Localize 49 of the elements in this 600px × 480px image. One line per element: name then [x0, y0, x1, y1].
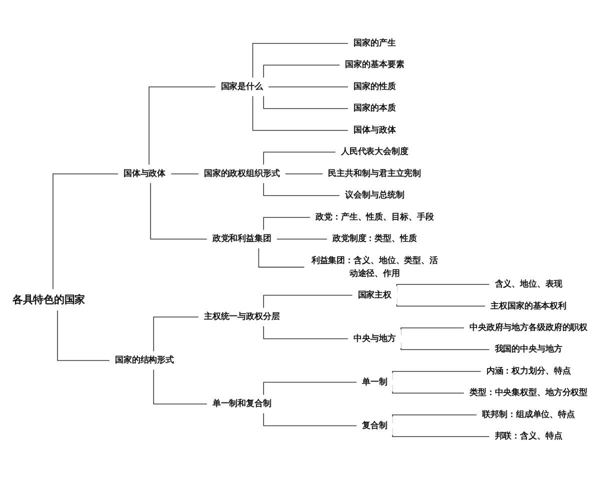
node-text: 国体与政体 [123, 168, 166, 179]
node-text: 主权国家的基本权利 [490, 301, 567, 311]
connector [153, 316, 200, 352]
connector [52, 173, 119, 290]
node-text: 议会制与总统制 [345, 190, 404, 200]
node-text: 国家的结构形式 [114, 355, 174, 366]
node-text: 政党制度：类型、性质 [332, 234, 417, 244]
node-text: 国家的产生 [354, 38, 396, 48]
node-text: 联邦制：组成单位、特点 [482, 410, 575, 420]
connector [148, 86, 216, 166]
node-text: 含义、地位、表现 [494, 279, 562, 290]
connector [263, 182, 340, 196]
node-text: 国家的基本要素 [345, 60, 404, 70]
connector [284, 173, 324, 174]
connector [258, 248, 305, 268]
node-text: 国体与政体 [354, 125, 396, 136]
connector [263, 382, 358, 396]
connector [170, 173, 200, 174]
node-text: 主权统一与政权分层 [204, 312, 280, 322]
node-text: 邦联：含义、特点 [494, 432, 562, 442]
connector [263, 294, 353, 308]
node-text: 单一制和复合制 [212, 398, 272, 409]
connector [150, 182, 208, 240]
node-text: 国家的政权组织形式 [204, 168, 280, 179]
connector [263, 95, 349, 109]
node-text: 类型：中央集权型、地方分权型 [469, 388, 588, 398]
node-text: 各具特色的国家 [12, 293, 86, 306]
node-text: 人民代表大会制度 [340, 147, 408, 157]
node-text: 国家是什么 [220, 82, 263, 92]
connector [268, 86, 349, 88]
node-text: 内涵：权力划分、特点 [486, 366, 571, 376]
connector [263, 412, 358, 426]
connector [252, 42, 349, 78]
node-text: 民主共和制与君主立宪制 [328, 168, 422, 179]
connector [263, 216, 311, 231]
connector [276, 238, 328, 240]
node-text: 我国的中央与地方 [494, 344, 562, 354]
connector [57, 310, 110, 361]
node-text: 政党和利益集团 [212, 234, 272, 244]
connector [263, 152, 336, 166]
connector [252, 95, 349, 131]
node-text: 国家的性质 [354, 82, 396, 92]
node-text: 政党：产生、性质、目标、手段 [316, 212, 434, 222]
node-text: 中央政府与地方各级政府的职权 [469, 322, 588, 333]
node-text: 国家的本质 [354, 104, 396, 114]
connector [153, 369, 208, 404]
node-text: 利益集团：含义、地位、类型、活动途径、作用 [311, 256, 438, 278]
connector [263, 64, 340, 78]
connector [263, 326, 349, 340]
